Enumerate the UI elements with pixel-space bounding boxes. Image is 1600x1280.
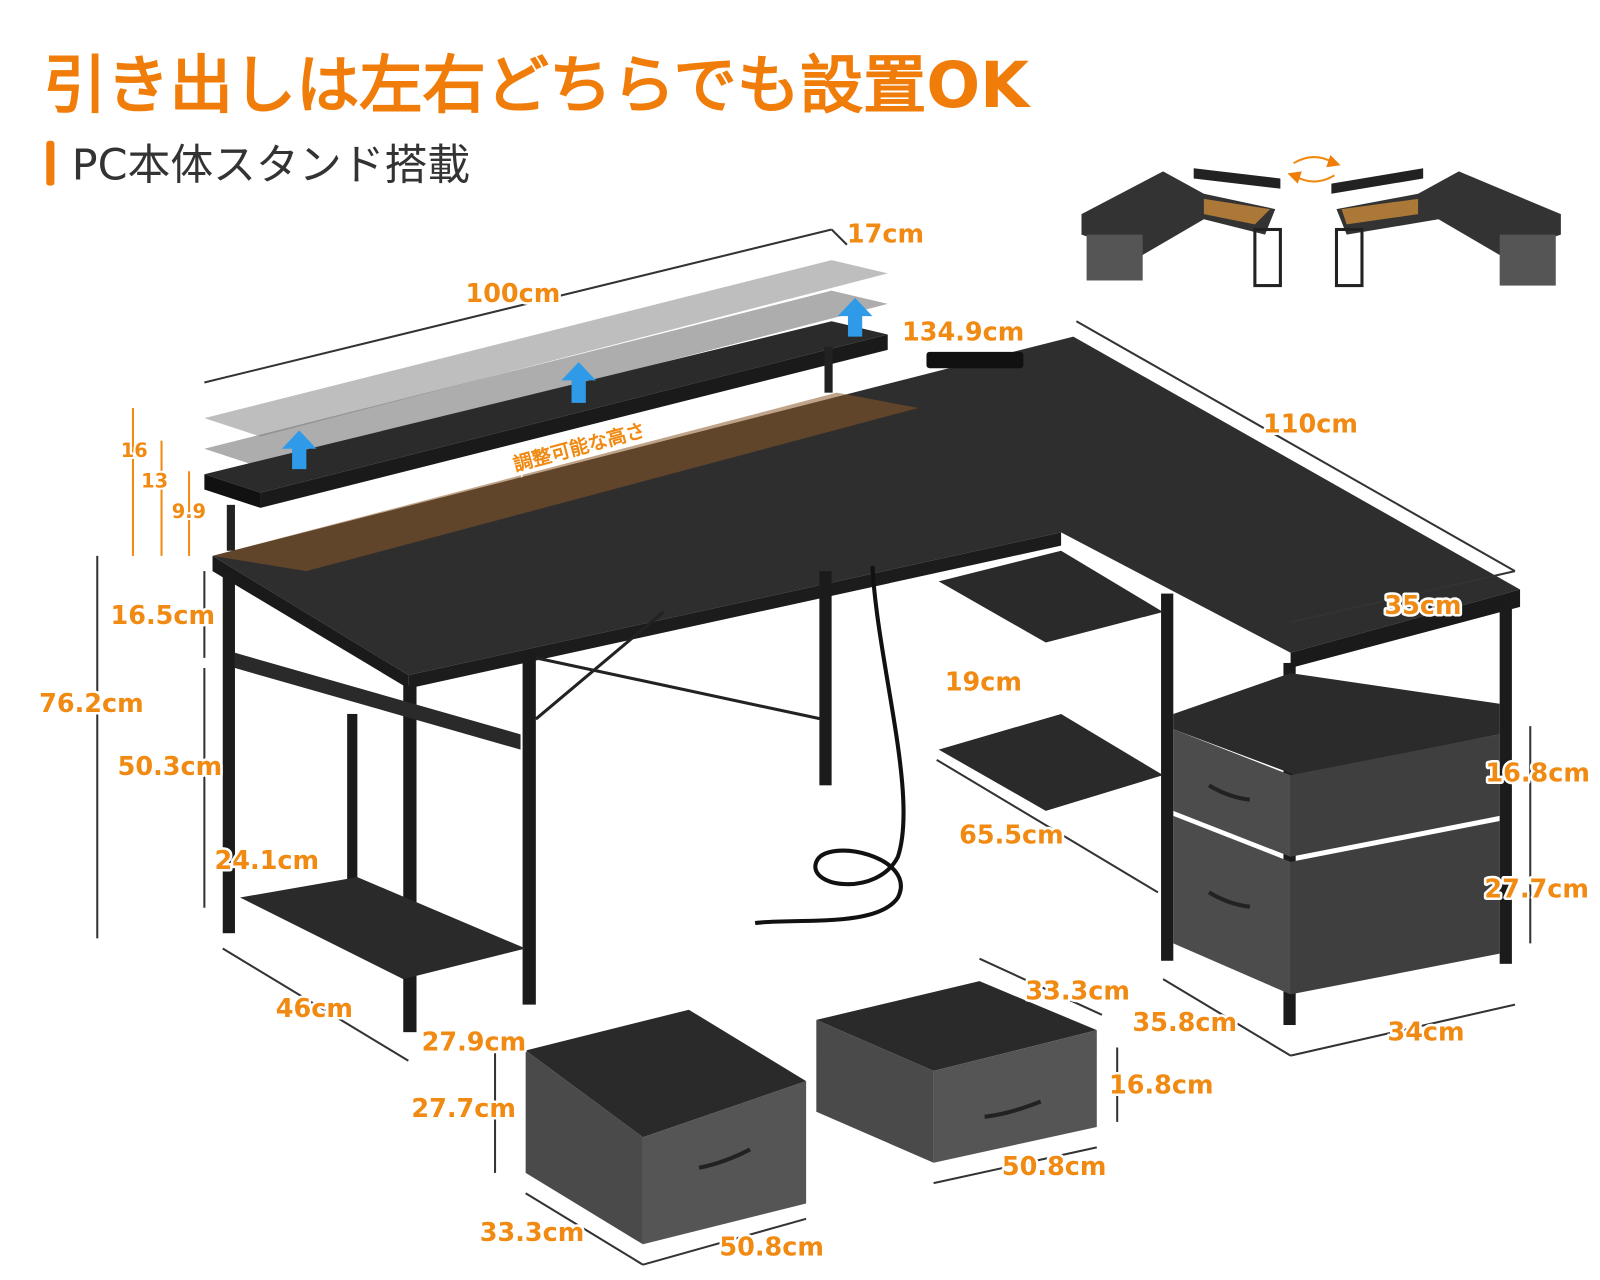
riser-width-label: 100cm — [465, 279, 560, 309]
top-to-shelf-label: 16.5cm — [111, 601, 216, 631]
riser-height-13: 13 — [141, 470, 168, 493]
dimension-lines — [96, 228, 1532, 1266]
small-drawer-width-label: 50.8cm — [1002, 1152, 1107, 1182]
large-fabric-drawer — [525, 1009, 807, 1245]
large-drawer-depth-label: 33.3cm — [480, 1218, 585, 1248]
page-title: 引き出しは左右どちらでも設置OK — [43, 48, 1031, 122]
desk-short-side-label: 110cm — [1263, 409, 1358, 439]
cpu-shelf-height-label: 19cm — [945, 667, 1022, 697]
swap-arrows-icon — [1287, 155, 1341, 184]
l-shaped-desk — [212, 336, 1521, 1033]
cpu-shelf-width-label: 65.5cm — [959, 820, 1064, 850]
left-config-thumbnail — [1081, 168, 1282, 288]
shelf-depth-label: 46cm — [276, 994, 353, 1024]
small-drawer-depth-label: 33.3cm — [1025, 977, 1130, 1007]
right-config-thumbnail — [1331, 168, 1561, 288]
riser-depth-label: 17cm — [847, 220, 924, 250]
desk-long-side-label: 134.9cm — [902, 318, 1024, 348]
power-cable — [754, 565, 906, 926]
page-subtitle: PC本体スタンド搭載 — [72, 141, 470, 191]
upper-drawer-height-label: 16.8cm — [1485, 758, 1590, 788]
power-strip — [926, 351, 1024, 369]
subtitle-accent-bar — [46, 140, 55, 186]
up-arrow-icon — [281, 297, 873, 470]
cabinet-lower-drawer — [1173, 815, 1291, 995]
small-fabric-drawer — [816, 981, 1097, 1163]
riser-height-9-9: 9.9 — [172, 500, 206, 523]
leg-clearance-label: 50.3cm — [118, 752, 223, 782]
large-drawer-width-label: 50.8cm — [719, 1233, 824, 1263]
small-drawer-height-label: 16.8cm — [1109, 1070, 1214, 1100]
monitor-riser — [204, 260, 888, 551]
lower-drawer-height-label: 27.7cm — [1484, 875, 1589, 905]
riser-height-16: 16 — [121, 439, 148, 462]
shelf-width-label: 27.9cm — [422, 1028, 527, 1058]
cabinet-depth-label: 35.8cm — [1132, 1008, 1237, 1038]
cabinet-upper-drawer — [1173, 729, 1291, 857]
bottom-shelf-label: 24.1cm — [215, 846, 320, 876]
side-depth-label: 35cm — [1384, 591, 1461, 621]
large-drawer-height-label: 27.7cm — [411, 1094, 516, 1124]
cabinet-width-label: 34cm — [1387, 1017, 1464, 1047]
desk-height-label: 76.2cm — [39, 689, 144, 719]
